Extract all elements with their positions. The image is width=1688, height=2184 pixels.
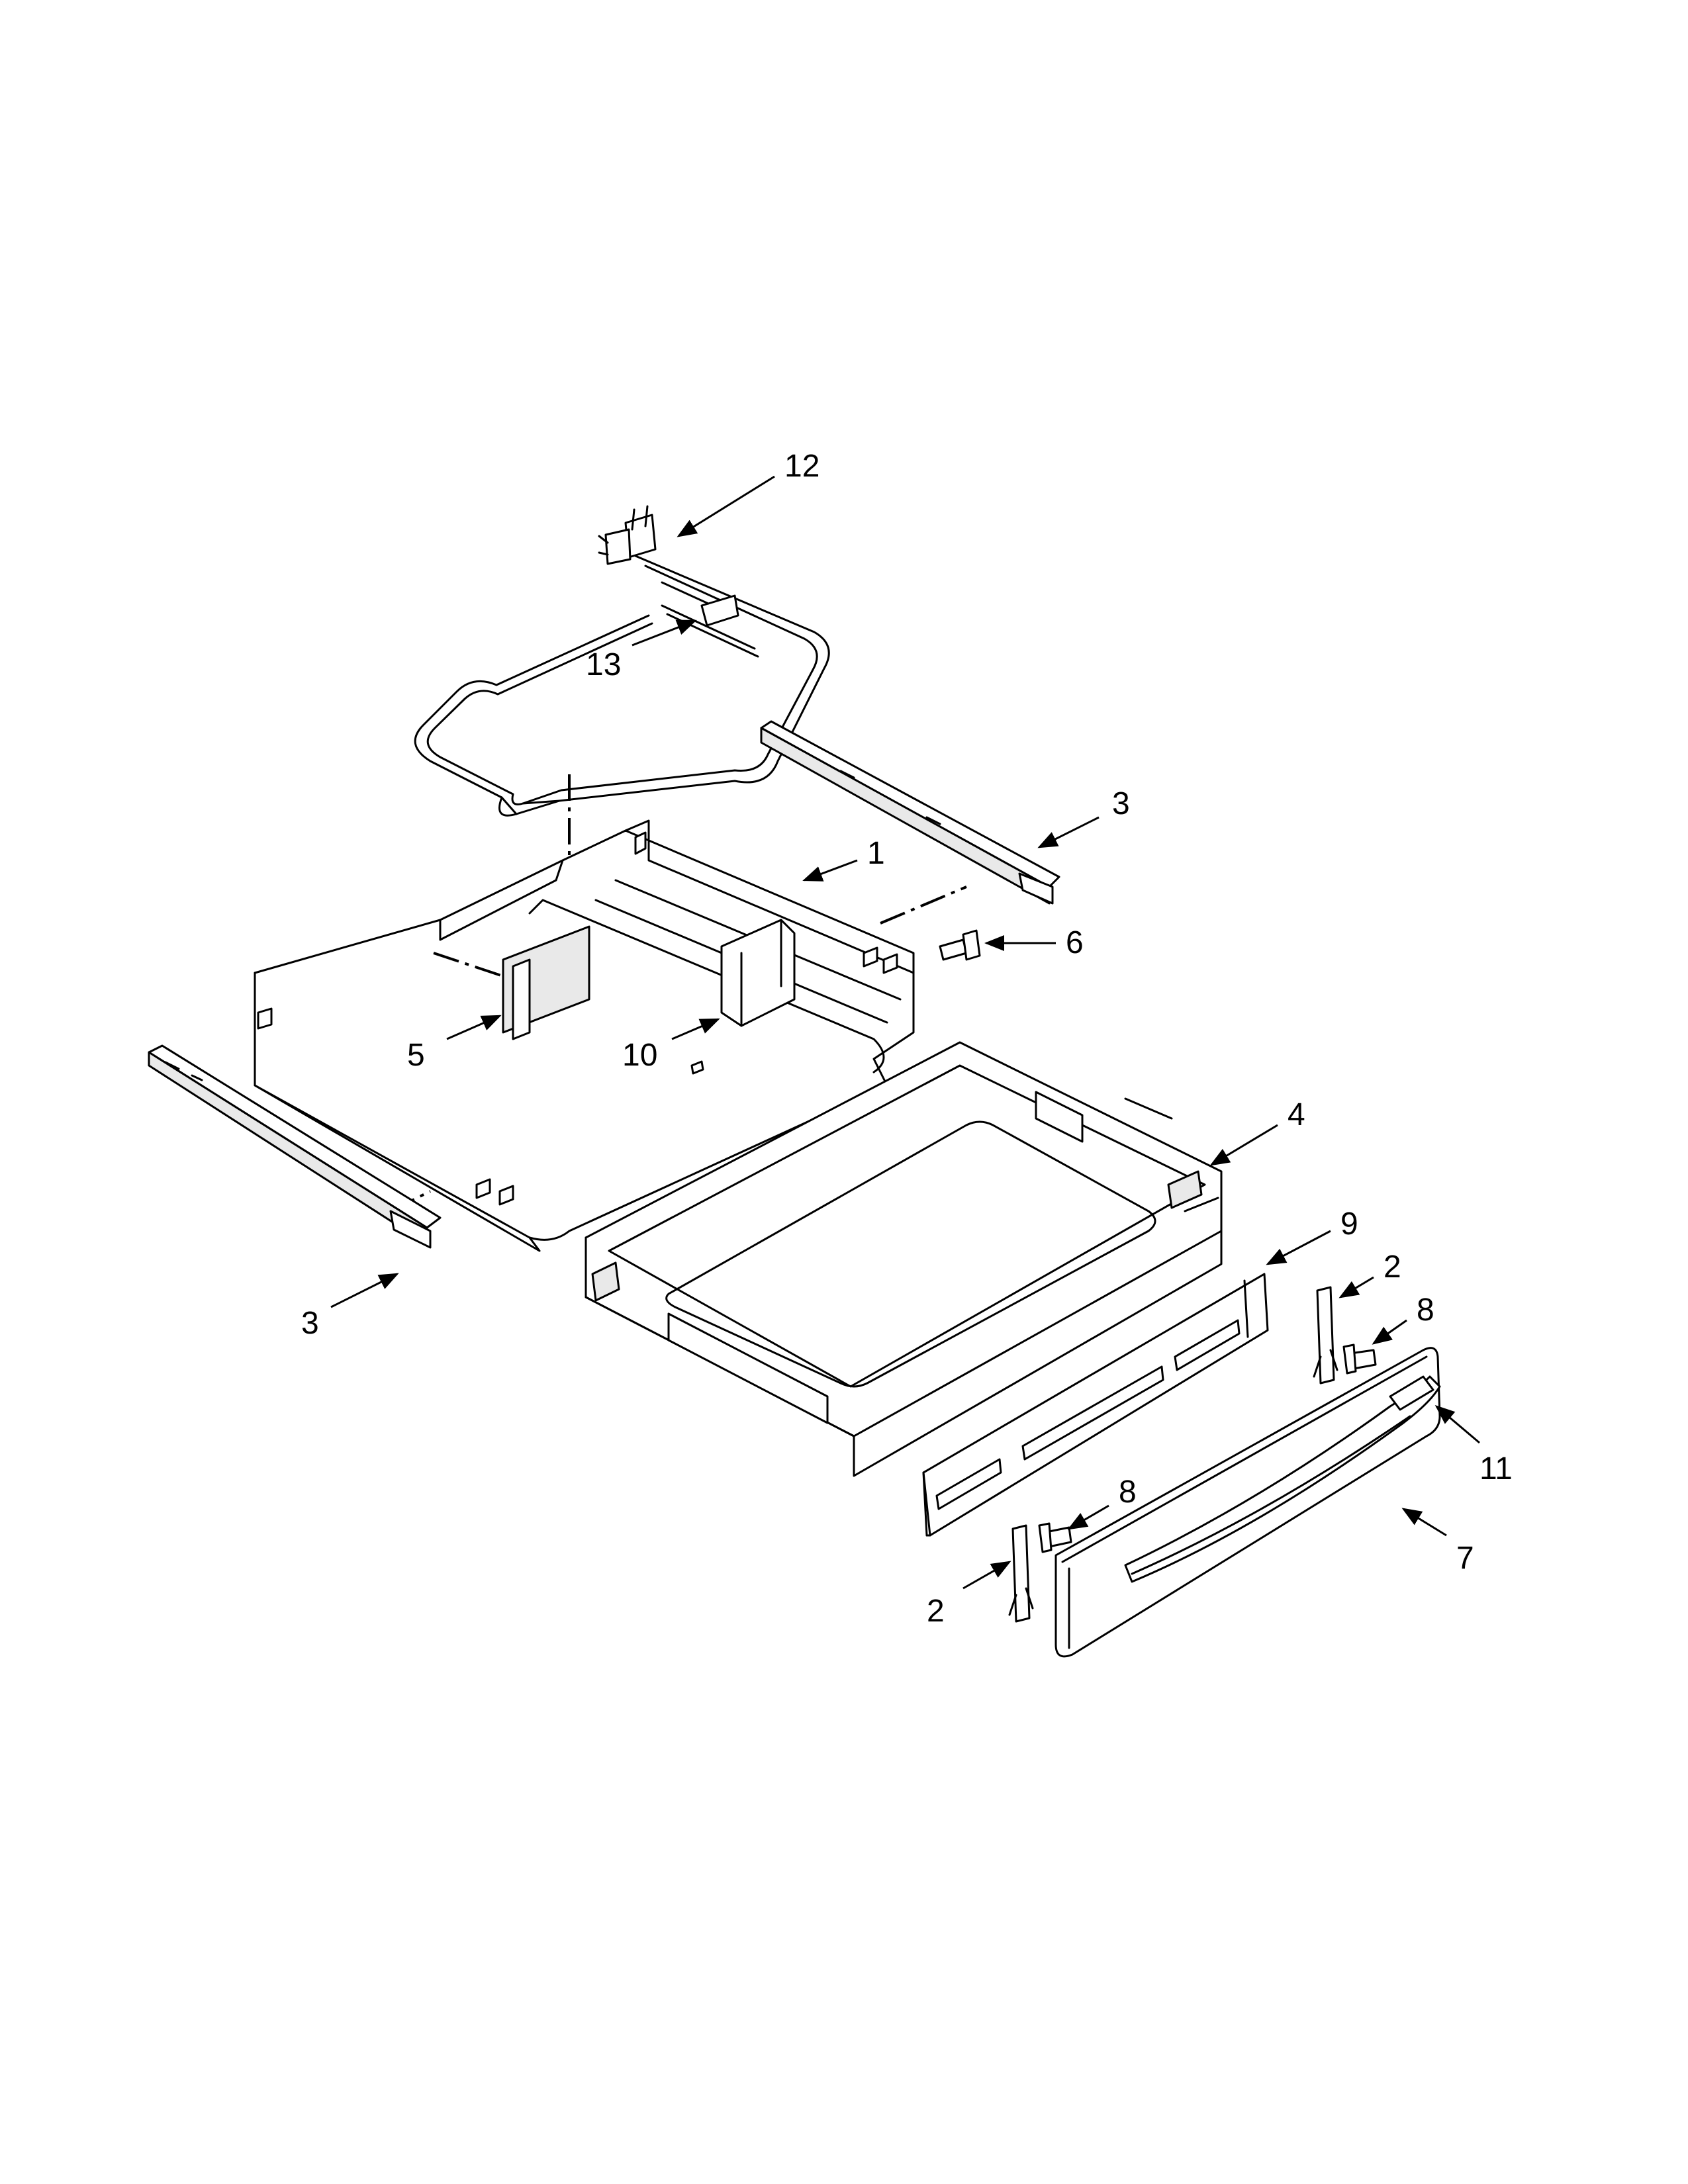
svg-text:2: 2	[1383, 1250, 1401, 1285]
alignment-line-right	[880, 886, 967, 925]
svg-text:1: 1	[867, 836, 885, 871]
svg-text:8: 8	[1119, 1475, 1137, 1510]
drawer-handle	[1124, 1375, 1441, 1583]
drawer-hinge-upper	[1313, 1286, 1338, 1385]
alignment-line-left	[433, 952, 504, 978]
drawer-rail-left	[148, 1044, 442, 1249]
callout-3-upper: 3	[1037, 786, 1130, 848]
svg-text:13: 13	[586, 647, 621, 682]
callout-6: 6	[984, 925, 1084, 960]
svg-text:3: 3	[301, 1306, 319, 1341]
svg-text:10: 10	[622, 1038, 657, 1073]
svg-text:9: 9	[1340, 1206, 1358, 1242]
screw-6	[939, 929, 981, 961]
callout-3-lower: 3	[301, 1273, 399, 1341]
callout-5: 5	[407, 1015, 502, 1073]
callout-2-lower: 2	[927, 1561, 1011, 1629]
svg-text:2: 2	[927, 1594, 945, 1629]
drawer-front-panel	[922, 1273, 1269, 1537]
drawer-hinge-lower	[1008, 1524, 1034, 1623]
svg-text:6: 6	[1066, 925, 1084, 960]
callout-11: 11	[1434, 1405, 1513, 1486]
screw-8-upper	[1342, 1343, 1377, 1375]
callout-13: 13	[586, 619, 697, 682]
callout-12: 12	[677, 449, 820, 537]
bake-element	[414, 505, 830, 817]
drawer-rail-right	[760, 720, 1060, 905]
svg-text:3: 3	[1112, 786, 1130, 821]
callout-9: 9	[1266, 1206, 1358, 1265]
callout-10: 10	[622, 1018, 720, 1073]
drawer-chassis	[254, 819, 915, 1252]
callout-8-lower: 8	[1067, 1475, 1137, 1530]
svg-text:8: 8	[1417, 1293, 1434, 1328]
callout-7: 7	[1401, 1508, 1474, 1576]
callout-1: 1	[802, 836, 885, 882]
svg-text:7: 7	[1456, 1541, 1474, 1576]
svg-text:11: 11	[1479, 1451, 1513, 1486]
svg-text:12: 12	[784, 449, 820, 484]
callout-4: 4	[1209, 1097, 1305, 1166]
drawer-tray	[585, 1041, 1223, 1477]
svg-text:4: 4	[1288, 1097, 1305, 1132]
callout-2-upper: 2	[1338, 1250, 1401, 1298]
screw-8-lower	[1038, 1522, 1072, 1553]
svg-text:5: 5	[407, 1038, 425, 1073]
callout-8-upper: 8	[1372, 1293, 1434, 1345]
